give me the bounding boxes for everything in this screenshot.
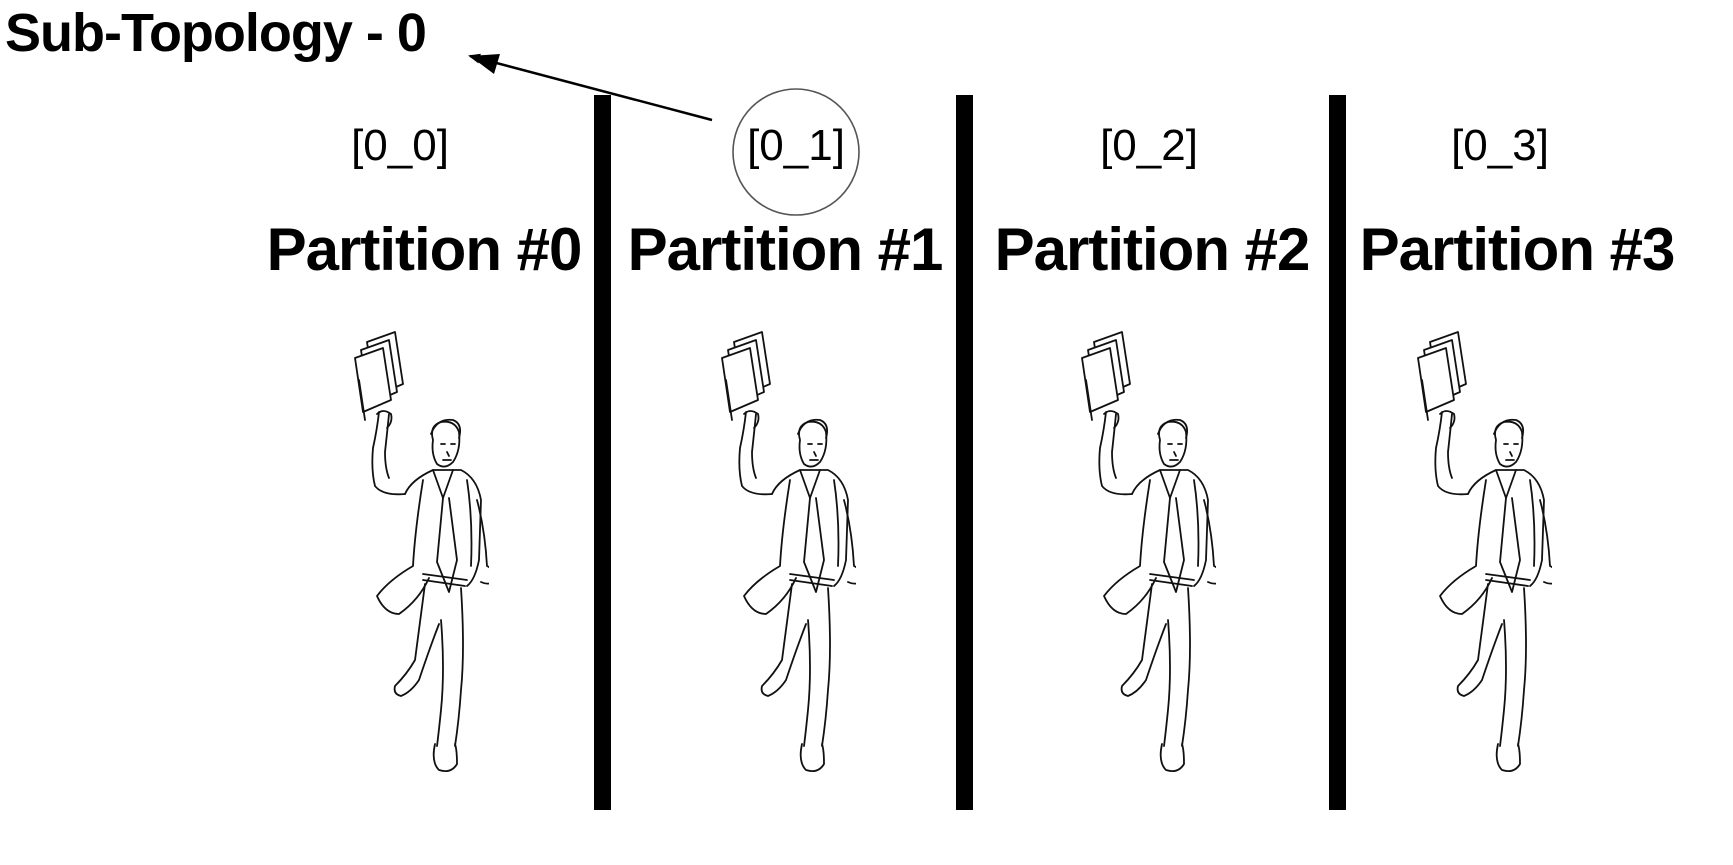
partition-label-3: Partition #3 bbox=[1359, 216, 1676, 283]
highlight-circle bbox=[732, 88, 860, 216]
task-id-3: [0_3] bbox=[1451, 121, 1549, 170]
task-id-2: [0_2] bbox=[1100, 121, 1198, 170]
partition-divider-1 bbox=[594, 95, 611, 810]
pointer-arrow bbox=[468, 53, 713, 122]
running-businessman-figure-2 bbox=[1081, 331, 1216, 773]
sub-topology-title: Sub-Topology - 0 bbox=[5, 3, 427, 63]
partition-label-1: Partition #1 bbox=[627, 216, 944, 283]
running-businessman-figure-3 bbox=[1417, 331, 1552, 773]
task-id-1: [0_1] bbox=[747, 121, 845, 170]
partition-label-0: Partition #0 bbox=[266, 216, 583, 283]
running-businessman-figure-1 bbox=[721, 331, 856, 773]
arrow-head bbox=[470, 54, 500, 74]
task-id-0: [0_0] bbox=[351, 121, 449, 170]
partition-label-2: Partition #2 bbox=[994, 216, 1311, 283]
running-businessman-figure-0 bbox=[354, 331, 489, 773]
partition-divider-3 bbox=[1329, 95, 1346, 810]
partition-divider-2 bbox=[956, 95, 973, 810]
